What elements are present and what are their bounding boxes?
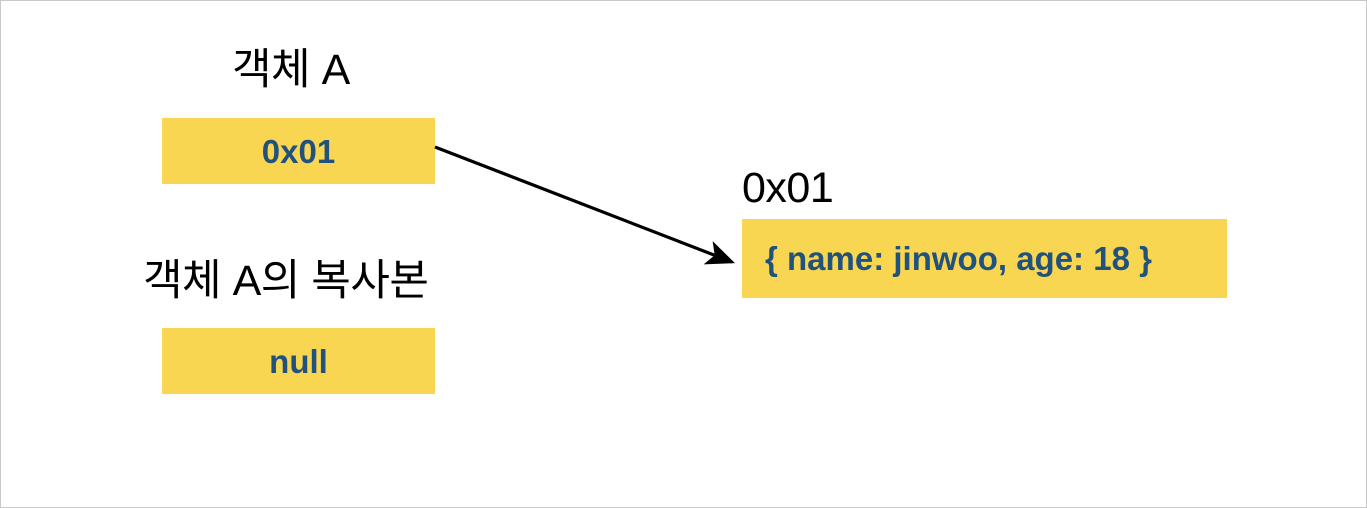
object-a-label: 객체 A xyxy=(232,46,350,94)
object-a-value-text: 0x01 xyxy=(261,132,336,170)
reference-arrow-line xyxy=(434,145,735,265)
heap-object-value-text: { name: jinwoo, age: 18 } xyxy=(765,240,1152,277)
object-a-copy-value-text: null xyxy=(269,342,328,380)
object-a-copy-value-box: null xyxy=(162,328,435,394)
heap-object-address-label: 0x01 xyxy=(742,164,834,212)
heap-object-value-box: { name: jinwoo, age: 18 } xyxy=(742,219,1227,298)
object-a-copy-label: 객체 A의 복사본 xyxy=(143,257,429,305)
object-a-value-box: 0x01 xyxy=(162,118,435,184)
